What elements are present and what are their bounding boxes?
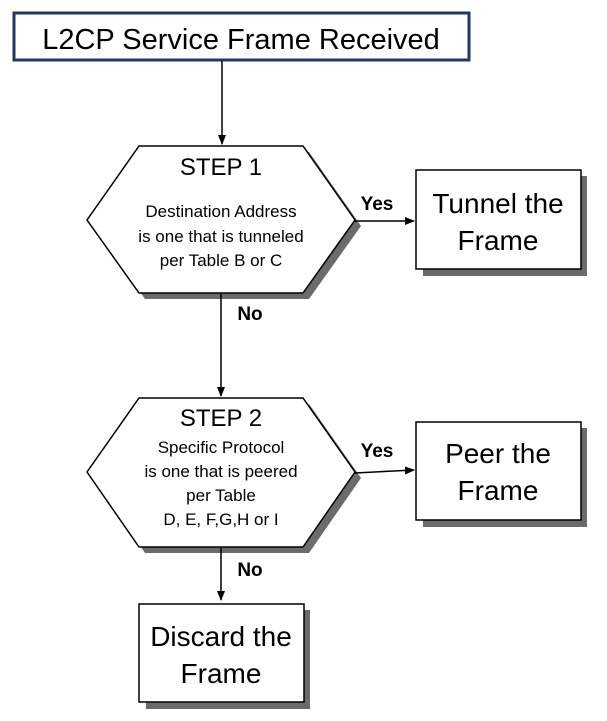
tunnel-line-1: Tunnel the [432, 188, 563, 219]
peer-box [415, 421, 582, 521]
discard-box [138, 603, 305, 703]
step1-line-3: per Table B or C [160, 251, 283, 270]
step2-node: STEP 2 Specific Protocol is one that is … [86, 397, 361, 553]
peer-line-1: Peer the [445, 438, 551, 469]
start-box [12, 11, 471, 62]
start-node: L2CP Service Frame Received [12, 11, 471, 62]
tunnel-line-2: Frame [458, 225, 539, 256]
step1-line-1: Destination Address [145, 202, 296, 221]
step2-line-3: per Table [186, 486, 256, 505]
discard-node: Discard the Frame [138, 603, 310, 709]
discard-line-1: Discard the [150, 621, 292, 652]
discard-line-2: Frame [181, 658, 262, 689]
step2-title: STEP 2 [180, 405, 262, 432]
step2-line-4: D, E, F,G,H or I [163, 510, 278, 529]
step2-line-1: Specific Protocol [158, 438, 285, 457]
step2-hexagon [86, 397, 356, 548]
peer-line-2: Frame [458, 475, 539, 506]
step1-hexagon [86, 145, 356, 294]
edge-step2-yes [354, 466, 415, 475]
step1-line-2: is one that is tunneled [138, 227, 303, 246]
step2-yes-label: Yes [361, 441, 394, 462]
step1-title: STEP 1 [180, 154, 262, 181]
step1-no-label: No [237, 304, 262, 325]
step1-node: STEP 1 Destination Address is one that i… [86, 145, 361, 299]
tunnel-box [415, 169, 582, 270]
start-label: L2CP Service Frame Received [42, 24, 440, 56]
step2-line-2: is one that is peered [144, 462, 297, 481]
tunnel-node: Tunnel the Frame [415, 169, 587, 276]
peer-node: Peer the Frame [415, 421, 587, 527]
step1-yes-label: Yes [361, 194, 394, 215]
step2-no-label: No [237, 560, 262, 581]
